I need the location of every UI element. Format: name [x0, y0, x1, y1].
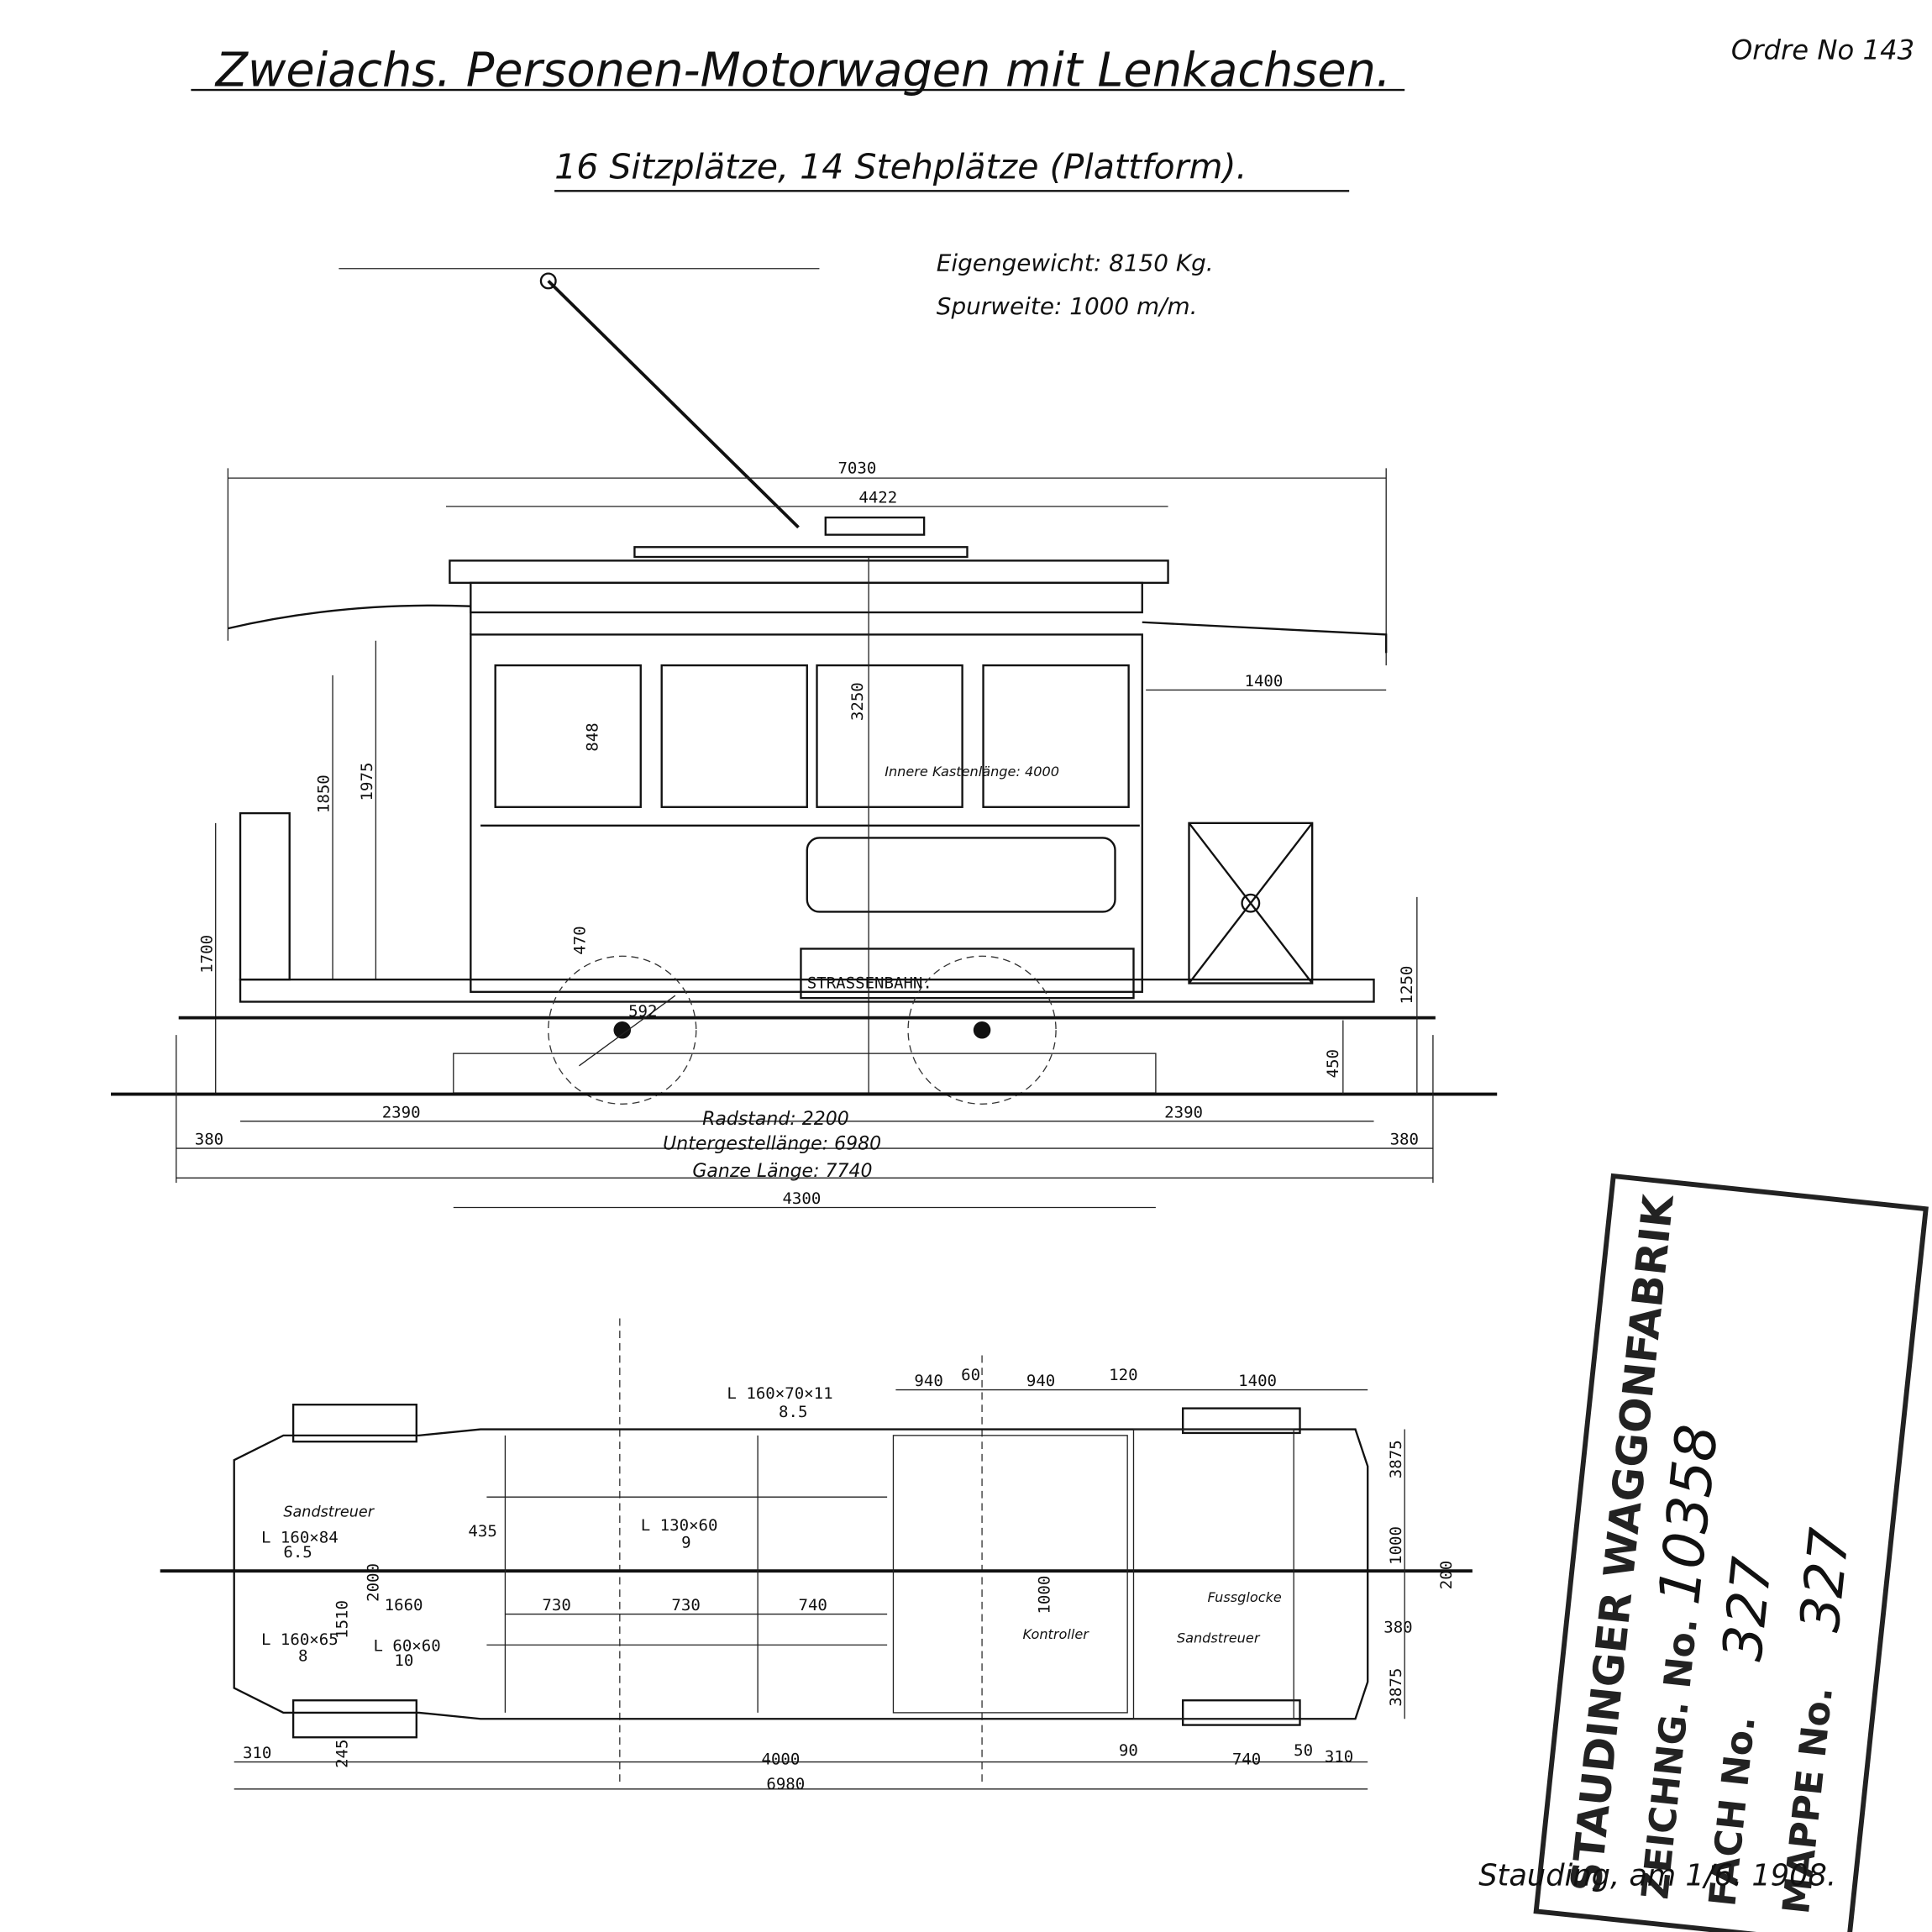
angle-top-sub: 8.5: [779, 1403, 807, 1421]
dim-730b: 730: [671, 1596, 700, 1614]
angle-b-sub: 9: [681, 1533, 690, 1551]
dim-1975: 1975: [358, 763, 376, 801]
dim-1510: 1510: [333, 1600, 352, 1639]
controller-label: Kontroller: [1022, 1626, 1089, 1642]
weight-label: Eigengewicht: 8150 Kg.: [937, 249, 1214, 277]
dim-4422: 4422: [858, 488, 897, 507]
sand-spreader-label: Sandstreuer: [283, 1504, 375, 1521]
stamp-drawing-number: 10358: [1646, 1421, 1730, 1608]
drawing-subtitle: 16 Sitzplätze, 14 Stehplätze (Plattform)…: [554, 147, 1247, 187]
dim-3875b: 3875: [1387, 1668, 1405, 1707]
drawing-title: Zweiachs. Personen-Motorwagen mit Lenkac…: [214, 44, 1391, 98]
inner-length-label: Innere Kastenlänge: 4000: [885, 764, 1059, 780]
side-elevation: 7030 4422 STRASSENBAHN. Innere Kastenlän…: [111, 268, 1498, 1209]
dim-1400-plan: 1400: [1238, 1372, 1277, 1390]
angle-d: L 60×60: [373, 1637, 440, 1656]
dim-2000: 2000: [364, 1563, 382, 1602]
dim-2390-left: 2390: [382, 1103, 421, 1121]
dim-435: 435: [468, 1522, 496, 1541]
dim-120: 120: [1109, 1366, 1137, 1384]
dim-7030: 7030: [837, 459, 876, 477]
dim-4000: 4000: [762, 1751, 801, 1769]
wheelbase-label: Radstand: 2200: [702, 1109, 849, 1130]
dim-1700: 1700: [197, 935, 216, 974]
dim-wheel-592: 592: [628, 1002, 657, 1021]
dim-245: 245: [333, 1740, 352, 1768]
dim-50: 50: [1294, 1741, 1313, 1760]
angle-top: L 160×70×11: [727, 1384, 832, 1403]
dim-380-right: 380: [1390, 1131, 1419, 1149]
dim-4300: 4300: [782, 1189, 821, 1208]
dim-310b: 310: [1325, 1748, 1353, 1767]
angle-c-sub: 8: [298, 1646, 307, 1665]
total-length-label: Ganze Länge: 7740: [692, 1161, 872, 1182]
angle-a-sub: 6.5: [283, 1543, 312, 1562]
dim-1400: 1400: [1245, 672, 1284, 690]
dim-450: 450: [1324, 1049, 1342, 1078]
dim-60: 60: [961, 1366, 980, 1384]
plan-view: L 160×70×11 8.5 940 60 940 120 1400 3875…: [160, 1318, 1473, 1793]
dim-380-left: 380: [195, 1131, 223, 1149]
frame-length-label: Untergestellänge: 6980: [663, 1134, 881, 1155]
dim-1850: 1850: [315, 774, 333, 813]
dim-310a: 310: [243, 1744, 271, 1762]
angle-d-sub: 10: [394, 1651, 413, 1670]
side-lettering: STRASSENBAHN.: [807, 974, 932, 992]
sand-spreader-2-label: Sandstreuer: [1177, 1630, 1261, 1646]
company-stamp: STAUDINGER WAGGONFABRIK ZEICHNG. No. 103…: [1533, 1173, 1929, 1932]
stamp-fach-number: 327: [1711, 1554, 1784, 1663]
dim-740b: 740: [1232, 1751, 1261, 1769]
dim-2390-right: 2390: [1164, 1103, 1203, 1121]
dim-200: 200: [1437, 1561, 1456, 1589]
dim-470: 470: [571, 926, 590, 954]
angle-b: L 130×60: [641, 1516, 718, 1535]
dim-740: 740: [799, 1596, 827, 1614]
dim-848: 848: [583, 722, 601, 751]
angle-c: L 160×65: [261, 1630, 339, 1649]
signature-date: Stauding, am 1/6. 1908.: [1478, 1858, 1836, 1893]
dim-1000-vertical: 1000: [1036, 1576, 1054, 1614]
dim-90: 90: [1119, 1741, 1138, 1760]
order-number: Ordre No 143: [1731, 34, 1914, 66]
stamp-mappe-number: 327: [1788, 1525, 1861, 1635]
dim-1250: 1250: [1398, 966, 1416, 1005]
dim-1000: 1000: [1387, 1526, 1405, 1565]
foot-bell-label: Fussglocke: [1208, 1589, 1282, 1605]
dim-1660: 1660: [385, 1596, 423, 1614]
dim-3250: 3250: [848, 682, 867, 721]
dim-6980: 6980: [766, 1775, 805, 1793]
dim-940b: 940: [1026, 1372, 1055, 1390]
dim-730a: 730: [542, 1596, 570, 1614]
dim-380-plan: 380: [1383, 1619, 1412, 1637]
dim-940a: 940: [914, 1372, 942, 1390]
angle-a: L 160×84: [261, 1528, 339, 1546]
gauge-label: Spurweite: 1000 m/m.: [937, 292, 1198, 320]
dim-3875a: 3875: [1387, 1440, 1405, 1478]
